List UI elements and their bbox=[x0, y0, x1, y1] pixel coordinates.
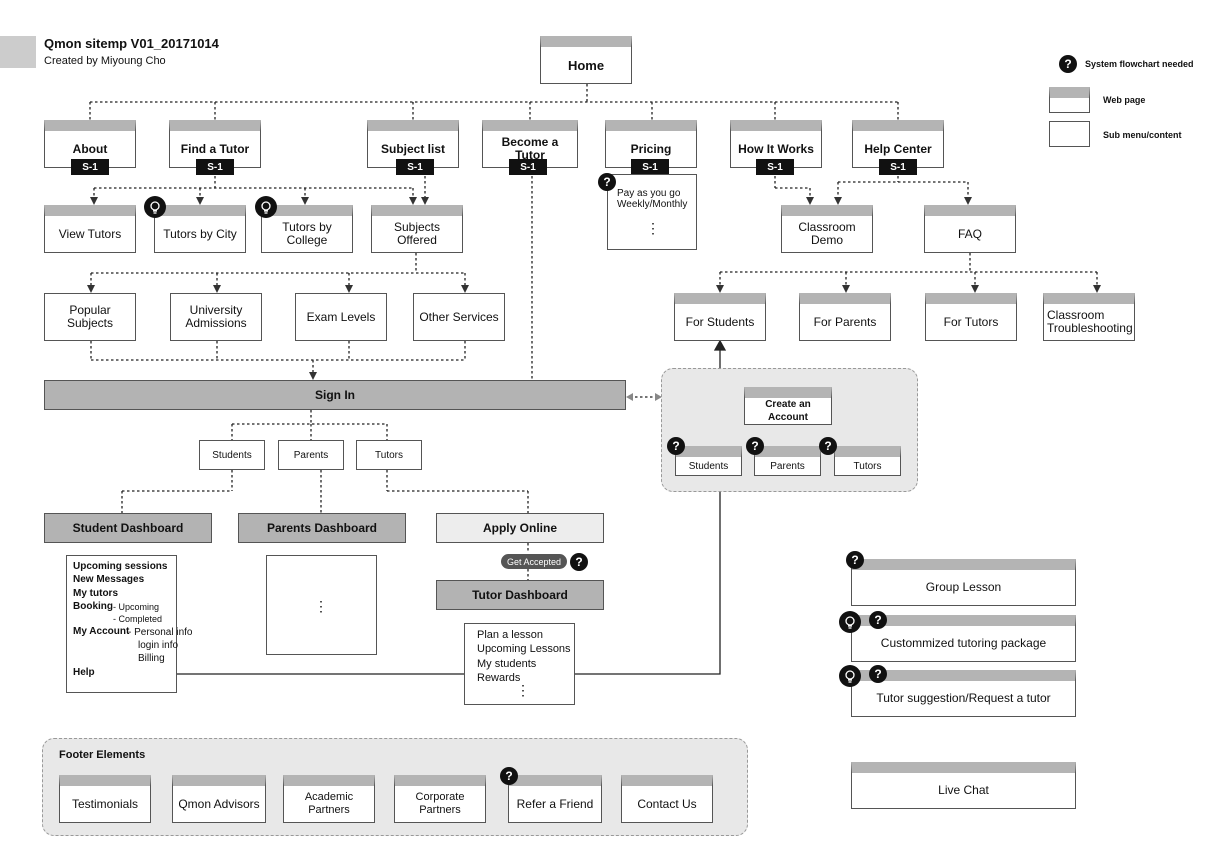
apply-online[interactable]: Apply Online bbox=[436, 513, 604, 543]
question-icon: ? bbox=[869, 611, 887, 629]
student-dashboard[interactable]: Student Dashboard bbox=[44, 513, 212, 543]
live-chat[interactable]: Live Chat bbox=[851, 762, 1076, 809]
menu-my-tutors[interactable]: My tutors bbox=[73, 588, 118, 599]
lightbulb-icon bbox=[255, 196, 277, 218]
menu-booking[interactable]: Booking bbox=[73, 601, 113, 612]
menu-booking-upcoming[interactable]: - Upcoming bbox=[113, 602, 160, 612]
pricing-detail-box bbox=[607, 174, 697, 250]
sign-in-bar[interactable]: Sign In bbox=[44, 380, 626, 410]
tutor-suggestion-request[interactable]: Tutor suggestion/Request a tutor bbox=[851, 670, 1076, 717]
pricing-line-1: Pay as you go bbox=[617, 188, 681, 199]
s1-badge: S-1 bbox=[879, 159, 917, 175]
legend-webpage-swatch bbox=[1049, 87, 1090, 113]
view-tutors-page[interactable]: View Tutors bbox=[44, 205, 136, 253]
tutor-dashboard[interactable]: Tutor Dashboard bbox=[436, 580, 604, 610]
subjects-offered-page[interactable]: Subjects Offered bbox=[371, 205, 463, 253]
lightbulb-icon bbox=[839, 665, 861, 687]
role-students[interactable]: Students bbox=[199, 440, 265, 470]
sitemap-title: Qmon sitemp V01_20171014 bbox=[44, 36, 219, 51]
parents-menu-box bbox=[266, 555, 377, 655]
menu-help[interactable]: Help bbox=[73, 667, 95, 678]
footer-corporate-partners[interactable]: Corporate Partners bbox=[394, 775, 486, 823]
question-icon: ? bbox=[598, 173, 616, 191]
footer-qmon-advisors[interactable]: Qmon Advisors bbox=[172, 775, 266, 823]
get-accepted-pill: Get Accepted bbox=[501, 554, 568, 569]
legend-webpage-label: Web page bbox=[1103, 95, 1146, 105]
legend-submenu-label: Sub menu/content bbox=[1103, 130, 1182, 140]
more-dots: ⋮ bbox=[516, 682, 530, 698]
s1-badge: S-1 bbox=[196, 159, 234, 175]
student-menu-box bbox=[66, 555, 177, 693]
s1-badge: S-1 bbox=[71, 159, 109, 175]
exam-levels[interactable]: Exam Levels bbox=[295, 293, 387, 341]
menu-personal-info[interactable]: - Personal info bbox=[128, 627, 193, 638]
s1-badge: S-1 bbox=[631, 159, 669, 175]
role-tutors[interactable]: Tutors bbox=[356, 440, 422, 470]
legend-flowchart-label: System flowchart needed bbox=[1085, 59, 1194, 69]
menu-login-info[interactable]: login info bbox=[138, 640, 179, 651]
menu-upcoming-sessions[interactable]: Upcoming sessions bbox=[73, 561, 168, 572]
footer-testimonials[interactable]: Testimonials bbox=[59, 775, 151, 823]
customized-tutoring-package[interactable]: Custommized tutoring package bbox=[851, 615, 1076, 662]
faq-for-parents[interactable]: For Parents bbox=[799, 293, 891, 341]
nav-about[interactable]: About bbox=[44, 120, 136, 168]
other-services[interactable]: Other Services bbox=[413, 293, 505, 341]
menu-new-messages[interactable]: New Messages bbox=[73, 574, 145, 585]
faq-page[interactable]: FAQ bbox=[924, 205, 1016, 253]
question-icon: ? bbox=[846, 551, 864, 569]
role-parents[interactable]: Parents bbox=[278, 440, 344, 470]
more-dots: ⋮ bbox=[646, 220, 660, 236]
question-icon: ? bbox=[667, 437, 685, 455]
legend-submenu-swatch bbox=[1049, 121, 1090, 147]
question-icon: ? bbox=[500, 767, 518, 785]
university-admissions[interactable]: University Admissions bbox=[170, 293, 262, 341]
nav-how-it-works[interactable]: How It Works bbox=[730, 120, 822, 168]
create-account-parents[interactable]: Parents bbox=[754, 446, 821, 476]
create-account-students[interactable]: Students bbox=[675, 446, 742, 476]
question-icon: ? bbox=[1059, 55, 1077, 73]
footer-contact-us[interactable]: Contact Us bbox=[621, 775, 713, 823]
question-icon: ? bbox=[819, 437, 837, 455]
s1-badge: S-1 bbox=[396, 159, 434, 175]
home-page[interactable]: Home bbox=[540, 36, 632, 84]
parents-dashboard[interactable]: Parents Dashboard bbox=[238, 513, 406, 543]
question-icon: ? bbox=[869, 665, 887, 683]
footer-refer-a-friend[interactable]: Refer a Friend bbox=[508, 775, 602, 823]
popular-subjects[interactable]: Popular Subjects bbox=[44, 293, 136, 341]
menu-booking-completed[interactable]: - Completed bbox=[113, 614, 163, 624]
create-account-page[interactable]: Create an Account bbox=[744, 387, 832, 425]
tutors-by-college-page[interactable]: Tutors by College bbox=[261, 205, 353, 253]
footer-title: Footer Elements bbox=[59, 749, 146, 761]
question-icon: ? bbox=[746, 437, 764, 455]
faq-for-students[interactable]: For Students bbox=[674, 293, 766, 341]
corner-tab bbox=[0, 36, 36, 68]
menu-plan-lesson[interactable]: Plan a lesson bbox=[477, 629, 544, 641]
faq-for-tutors[interactable]: For Tutors bbox=[925, 293, 1017, 341]
lightbulb-icon bbox=[144, 196, 166, 218]
pricing-line-2: Weekly/Monthly bbox=[617, 199, 688, 210]
question-icon: ? bbox=[570, 553, 588, 571]
footer-academic-partners[interactable]: Academic Partners bbox=[283, 775, 375, 823]
sitemap-subtitle: Created by Miyoung Cho bbox=[44, 55, 166, 67]
more-dots: ⋮ bbox=[314, 598, 328, 614]
menu-billing[interactable]: Billing bbox=[138, 653, 165, 664]
s1-badge: S-1 bbox=[509, 159, 547, 175]
s1-badge: S-1 bbox=[756, 159, 794, 175]
menu-my-students[interactable]: My students bbox=[477, 658, 537, 670]
tutor-menu-box bbox=[464, 623, 575, 705]
menu-rewards[interactable]: Rewards bbox=[477, 672, 521, 684]
menu-my-account[interactable]: My Account bbox=[73, 626, 130, 637]
lightbulb-icon bbox=[839, 611, 861, 633]
tutors-by-city-page[interactable]: Tutors by City bbox=[154, 205, 246, 253]
faq-classroom-troubleshooting[interactable]: Classroom Troubleshooting bbox=[1043, 293, 1135, 341]
group-lesson[interactable]: Group Lesson bbox=[851, 559, 1076, 606]
create-account-tutors[interactable]: Tutors bbox=[834, 446, 901, 476]
menu-upcoming-lessons[interactable]: Upcoming Lessons bbox=[477, 643, 571, 655]
classroom-demo-page[interactable]: Classroom Demo bbox=[781, 205, 873, 253]
